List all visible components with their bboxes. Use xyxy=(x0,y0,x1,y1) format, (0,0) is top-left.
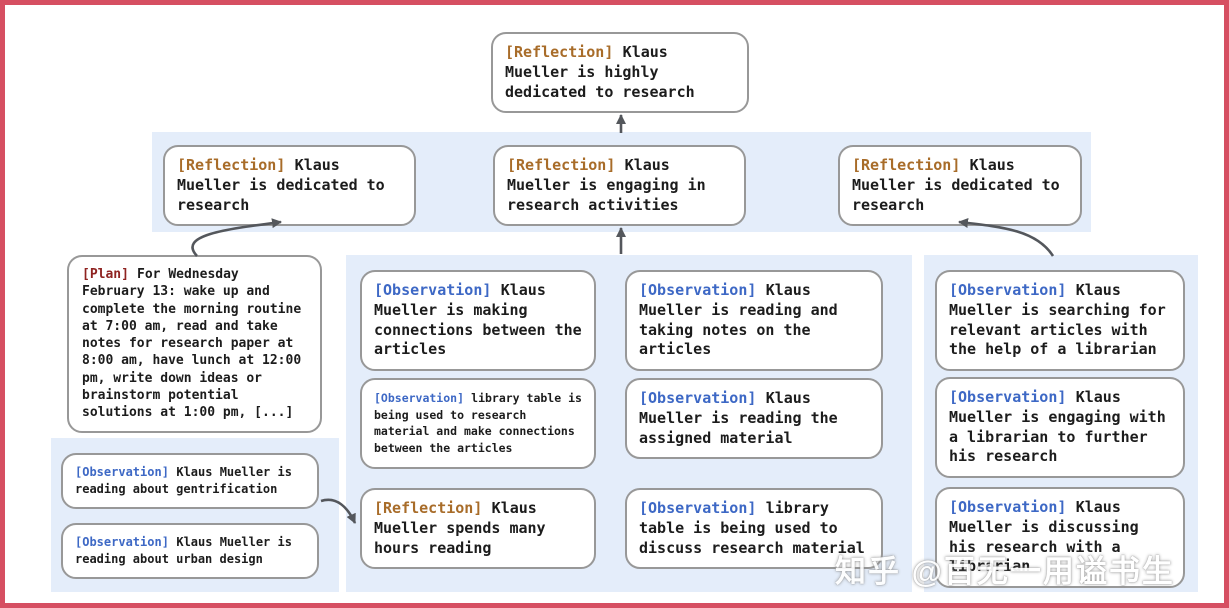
zhihu-watermark: 知乎 @百无一用谥书生 xyxy=(835,554,1175,589)
node-obs-urban-design: [Observation]Klaus Mueller is reading ab… xyxy=(61,523,319,579)
node-text: Klaus Mueller spends many hours reading xyxy=(374,499,546,557)
observation-tag: [Observation] xyxy=(639,389,757,407)
node-obs-library-table-research: [Observation]library table is being used… xyxy=(360,378,596,469)
observation-tag: [Observation] xyxy=(75,465,169,479)
plan-tag: [Plan] xyxy=(82,267,129,282)
observation-tag: [Observation] xyxy=(949,281,1067,299)
node-plan: [Plan]For Wednesday February 13: wake up… xyxy=(67,255,322,433)
observation-tag: [Observation] xyxy=(639,499,757,517)
reflection-tag: [Reflection] xyxy=(852,156,961,174)
node-text: Klaus Mueller is dedicated to research xyxy=(177,156,385,214)
node-text: Klaus Mueller is dedicated to research xyxy=(852,156,1060,214)
node-text: Klaus Mueller is highly dedicated to res… xyxy=(505,43,695,101)
reflection-tag: [Reflection] xyxy=(507,156,616,174)
node-obs-making-connections: [Observation]Klaus Mueller is making con… xyxy=(360,270,596,372)
node-obs-library-table-discuss: [Observation]library table is being used… xyxy=(625,488,883,570)
observation-tag: [Observation] xyxy=(949,498,1067,516)
node-obs-gentrification: [Observation]Klaus Mueller is reading ab… xyxy=(61,453,319,509)
node-obs-searching-articles: [Observation]Klaus Mueller is searching … xyxy=(935,270,1185,372)
node-text: Klaus Mueller is reading and taking note… xyxy=(639,281,838,359)
node-text: Klaus Mueller is engaging in research ac… xyxy=(507,156,706,214)
node-reflection-hours-reading: [Reflection]Klaus Mueller spends many ho… xyxy=(360,488,596,570)
observation-tag: [Observation] xyxy=(949,388,1067,406)
node-text: For Wednesday February 13: wake up and c… xyxy=(82,267,302,421)
observation-tag: [Observation] xyxy=(639,281,757,299)
node-l2-reflection-left: [Reflection]Klaus Mueller is dedicated t… xyxy=(163,145,416,227)
node-text: library table is being used to research … xyxy=(374,391,582,456)
node-text: library table is being used to discuss r… xyxy=(639,499,865,557)
observation-tag: [Observation] xyxy=(75,535,169,549)
node-obs-discussing-research: [Observation]Klaus Mueller is discussing… xyxy=(935,487,1185,589)
observation-tag: [Observation] xyxy=(374,281,492,299)
node-l2-reflection-right: [Reflection]Klaus Mueller is dedicated t… xyxy=(838,145,1082,227)
node-obs-taking-notes: [Observation]Klaus Mueller is reading an… xyxy=(625,270,883,372)
observation-tag: [Observation] xyxy=(374,391,465,405)
node-text: Klaus Mueller is discussing his research… xyxy=(949,498,1139,576)
node-text: Klaus Mueller is making connections betw… xyxy=(374,281,582,359)
node-l2-reflection-middle: [Reflection]Klaus Mueller is engaging in… xyxy=(493,145,746,227)
node-obs-assigned-material: [Observation]Klaus Mueller is reading th… xyxy=(625,378,883,460)
node-text: Klaus Mueller is reading about urban des… xyxy=(75,535,292,566)
node-text: Klaus Mueller is reading the assigned ma… xyxy=(639,389,838,447)
reflection-tag: [Reflection] xyxy=(177,156,286,174)
node-text: Klaus Mueller is reading about gentrific… xyxy=(75,465,292,496)
node-obs-engaging-librarian: [Observation]Klaus Mueller is engaging w… xyxy=(935,377,1185,479)
node-text: Klaus Mueller is engaging with a librari… xyxy=(949,388,1166,466)
node-text: Klaus Mueller is searching for relevant … xyxy=(949,281,1166,359)
reflection-tag: [Reflection] xyxy=(505,43,614,61)
node-root-reflection: [Reflection]Klaus Mueller is highly dedi… xyxy=(491,32,749,114)
reflection-tag: [Reflection] xyxy=(374,499,483,517)
